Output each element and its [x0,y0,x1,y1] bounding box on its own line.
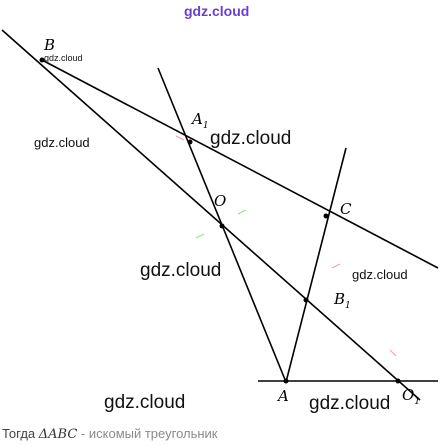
line-b-o1 [1,29,421,401]
mark-pink-2 [331,263,341,269]
point-b-dot [39,57,45,63]
watermark-top: gdz.cloud [184,3,250,19]
mark-green-2 [195,233,205,239]
label-a: A [278,387,289,405]
watermark-near-a1: gdz.cloud [210,128,292,149]
label-b: B [44,36,56,54]
point-a-dot [283,378,289,384]
label-o: O [214,192,227,210]
caption-prefix: Тогда [2,426,36,441]
mark-green-1 [237,209,247,215]
caption: Тогда ΔABC - искомый треугольник [2,426,218,442]
watermark-left: gdz.cloud [34,135,90,150]
watermark-right: gdz.cloud [352,267,408,282]
point-o-dot [219,223,225,229]
label-a1: A1 [192,110,209,131]
line-b-c [41,59,439,269]
watermark-bottom-right: gdz.cloud [309,393,391,414]
mark-pink-1 [175,135,185,141]
label-b1: B1 [334,290,351,311]
caption-suffix: - искомый треугольник [80,426,218,441]
caption-triangle: ΔABC [38,427,78,442]
line-c-a [285,147,347,383]
point-c-dot [323,213,329,219]
watermark-bottom-left: gdz.cloud [104,392,186,413]
point-o1-dot [395,378,401,384]
point-b1-dot [303,297,309,303]
label-c: C [340,200,352,218]
point-a1-dot [187,139,193,145]
watermark-center: gdz.cloud [140,260,222,281]
watermark-near-b: gdz.cloud [44,53,83,63]
mark-pink-3 [389,349,397,357]
label-o1: O1 [402,386,421,407]
